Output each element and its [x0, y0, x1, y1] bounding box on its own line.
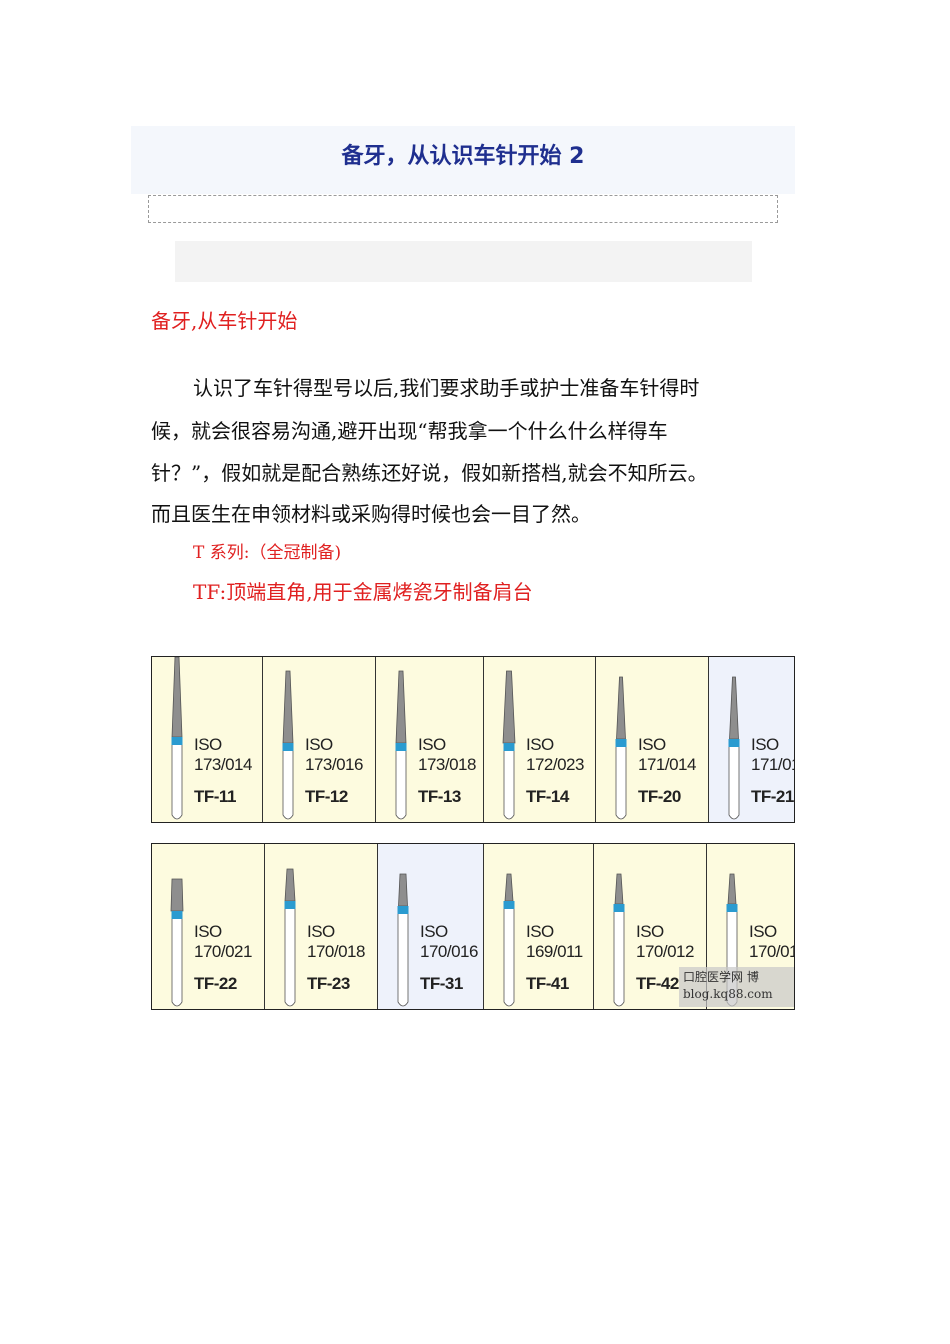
bur-cell: ISO 173/018 TF-13: [376, 657, 484, 822]
bur-cell: ISO 171/01 TF-21: [709, 657, 794, 822]
iso-number: 173/014: [194, 755, 252, 774]
watermark: 口腔医学网 博 blog.kq88.com: [679, 967, 794, 1007]
bur-icon: [615, 676, 627, 820]
bur-chart-row-2: ISO 170/021 TF-22 ISO 170/018 TF-23 ISO …: [151, 843, 795, 1010]
bur-cell: ISO 170/016 TF-31: [378, 844, 484, 1009]
iso-label: ISO: [305, 735, 333, 754]
bur-cell: ISO 170/012 TF-42: [594, 844, 707, 1009]
gray-bar: [175, 241, 752, 282]
bur-code: TF-41: [526, 974, 569, 993]
bur-icon: [284, 868, 296, 1007]
bur-cell: ISO 172/023 TF-14: [484, 657, 596, 822]
iso-number: 173/016: [305, 755, 363, 774]
page-title: 备牙，从认识车针开始 2: [341, 144, 585, 169]
iso-number: 172/023: [526, 755, 584, 774]
iso-label: ISO: [526, 922, 554, 941]
watermark-line: blog.kq88.com: [683, 987, 773, 1001]
iso-label: ISO: [307, 922, 335, 941]
dashed-box: [148, 195, 778, 223]
bur-icon: [613, 873, 625, 1007]
iso-number: 169/011: [526, 942, 583, 961]
iso-label: ISO: [751, 735, 779, 754]
iso-number: 171/014: [638, 755, 696, 774]
bur-cell: ISO 169/011 TF-41: [484, 844, 594, 1009]
iso-label: ISO: [526, 735, 554, 754]
section-heading: 备牙,从车针开始: [151, 309, 298, 333]
iso-number: 173/018: [418, 755, 476, 774]
title-banner: 备牙，从认识车针开始 2: [131, 126, 795, 194]
bur-cell: ISO 173/016 TF-12: [263, 657, 376, 822]
watermark-line: 口腔医学网 博: [683, 970, 759, 984]
paragraph-line: 而且医生在申领材料或采购得时候也会一目了然。: [151, 502, 591, 526]
bur-code: TF-31: [420, 974, 463, 993]
iso-label: ISO: [636, 922, 664, 941]
bur-cell: ISO 170/021 TF-22: [152, 844, 265, 1009]
iso-number: 170/01: [749, 942, 795, 961]
iso-label: ISO: [194, 735, 222, 754]
bur-code: TF-13: [418, 787, 461, 806]
paragraph-line: 候，就会很容易沟通,避开出现“帮我拿一个什么什么样得车: [151, 419, 668, 443]
tf-label: TF:顶端直角,用于金属烤瓷牙制备肩台: [193, 580, 533, 604]
bur-code: TF-14: [526, 787, 569, 806]
iso-label: ISO: [420, 922, 448, 941]
paragraph-line: 针？”，假如就是配合熟练还好说，假如新搭档,就会不知所云。: [151, 461, 708, 485]
bur-code: TF-22: [194, 974, 237, 993]
iso-number: 170/021: [194, 942, 252, 961]
bur-icon: [395, 670, 407, 820]
iso-number: 170/012: [636, 942, 694, 961]
paragraph-line: 认识了车针得型号以后,我们要求助手或护士准备车针得时: [193, 376, 700, 400]
bur-code: TF-11: [194, 787, 236, 806]
bur-cell: ISO 173/014 TF-11: [152, 657, 263, 822]
bur-icon: [502, 670, 516, 820]
bur-icon: [170, 878, 184, 1007]
bur-cell: ISO 171/014 TF-20: [596, 657, 709, 822]
iso-number: 171/01: [751, 755, 794, 774]
bur-icon: [171, 657, 183, 820]
iso-label: ISO: [638, 735, 666, 754]
bur-code: TF-23: [307, 974, 350, 993]
bur-chart-row-1: ISO 173/014 TF-11 ISO 173/016 TF-12 ISO …: [151, 656, 795, 823]
bur-icon: [282, 670, 294, 820]
iso-label: ISO: [194, 922, 222, 941]
iso-number: 170/018: [307, 942, 365, 961]
bur-cell: ISO 170/018 TF-23: [265, 844, 378, 1009]
bur-code: TF-21: [751, 787, 794, 806]
series-label: T 系列:（全冠制备): [193, 543, 342, 563]
iso-label: ISO: [749, 922, 777, 941]
bur-icon: [728, 676, 740, 820]
bur-code: TF-12: [305, 787, 348, 806]
bur-icon: [503, 873, 515, 1007]
bur-icon: [397, 873, 409, 1007]
iso-number: 170/016: [420, 942, 478, 961]
iso-label: ISO: [418, 735, 446, 754]
bur-code: TF-20: [638, 787, 681, 806]
bur-code: TF-42: [636, 974, 679, 993]
